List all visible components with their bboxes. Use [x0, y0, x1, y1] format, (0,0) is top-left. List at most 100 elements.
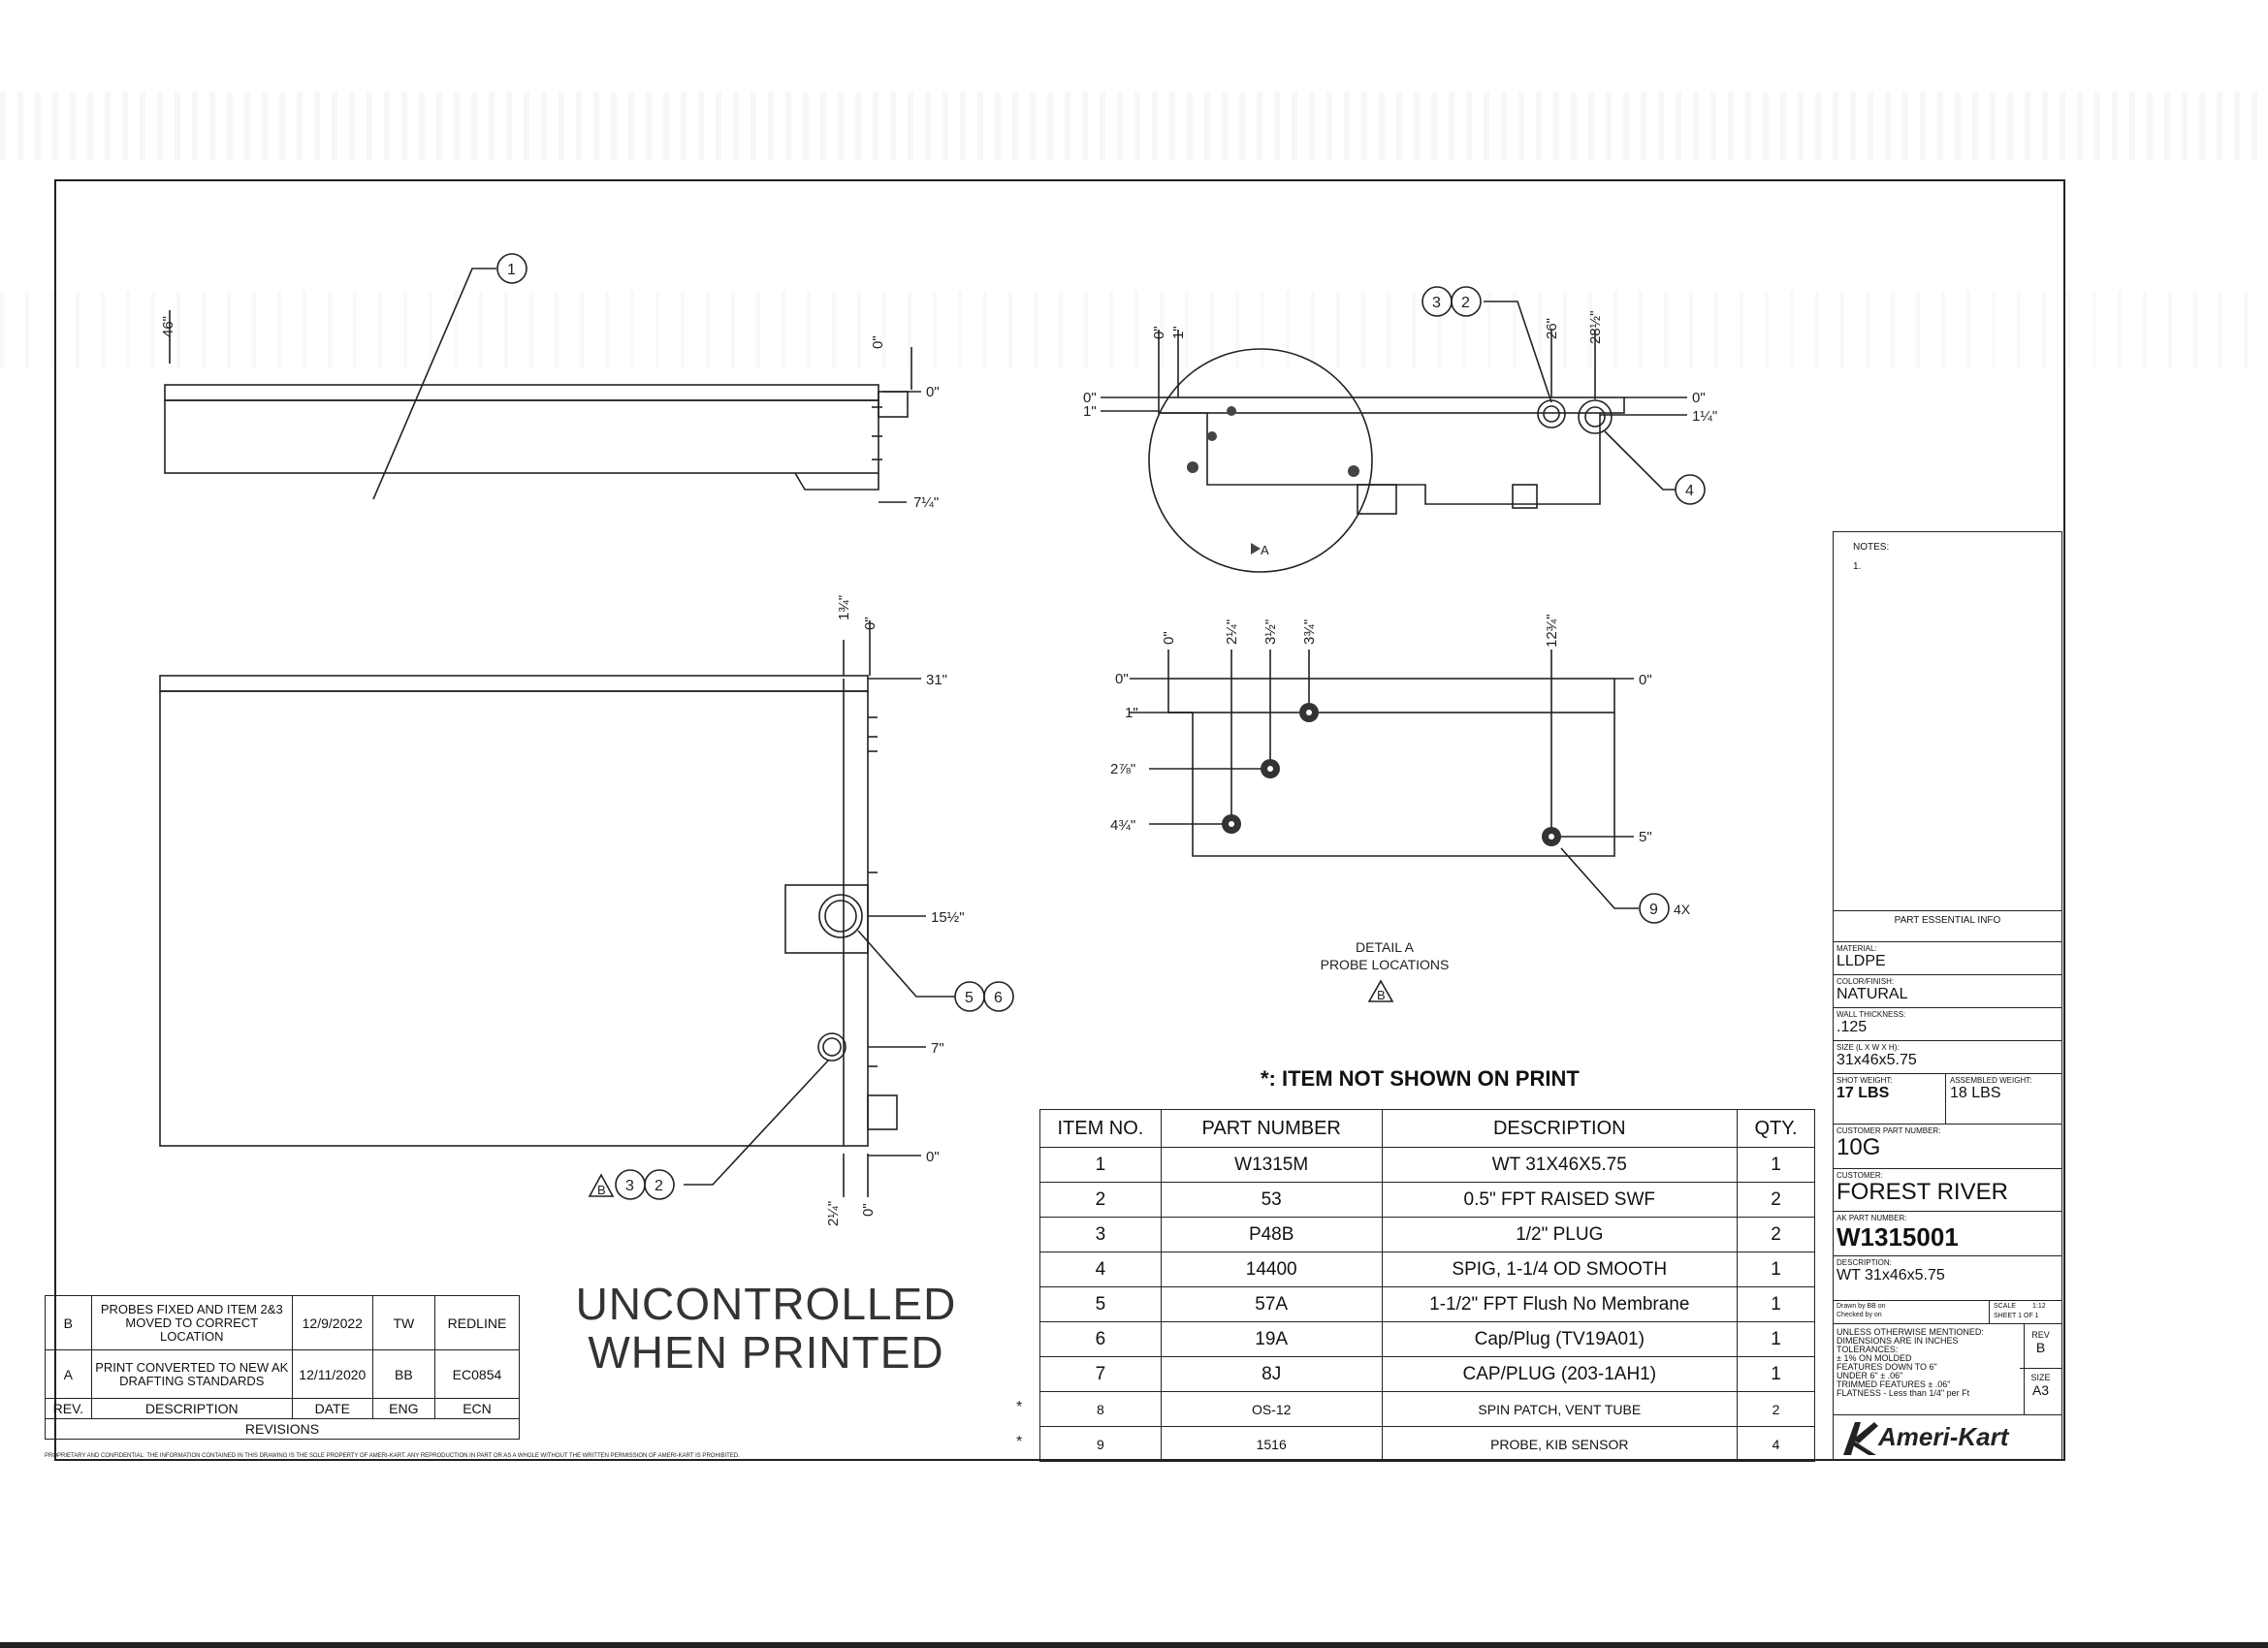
- bom-desc: Cap/Plug (TV19A01): [1381, 1321, 1739, 1357]
- cust-part-value: 10G: [1837, 1134, 1881, 1160]
- title-block: NOTES: 1. PART ESSENTIAL INFO MATERIAL: …: [1833, 531, 2062, 1460]
- dim-26: 26": [1544, 318, 1560, 339]
- dim-v2-zero-bottom: 0": [860, 1203, 877, 1217]
- watermark-line-2: WHEN PRINTED: [588, 1327, 944, 1378]
- rev-header-desc: DESCRIPTION: [90, 1398, 293, 1419]
- bom-desc: WT 31X46X5.75: [1381, 1147, 1739, 1183]
- balloon-1: 1: [507, 262, 516, 278]
- sheet-size-value: A3: [2031, 1382, 2050, 1398]
- proprietary-notice: PROPRIETARY AND CONFIDENTIAL: THE INFORM…: [45, 1453, 740, 1459]
- bom-desc: PROBE, KIB SENSOR: [1381, 1426, 1739, 1462]
- bom-desc: 1/2" PLUG: [1381, 1217, 1739, 1252]
- color-cell: COLOR/FINISH: NATURAL: [1834, 974, 2061, 1007]
- side-view: [164, 253, 921, 503]
- ak-part-cell: AK PART NUMBER: W1315001: [1834, 1211, 2061, 1255]
- bom-item: 8: [1039, 1391, 1162, 1427]
- bom-item: 4: [1039, 1252, 1162, 1287]
- dim-2-1-4: 2¼": [825, 1201, 842, 1226]
- rev-eng: TW: [371, 1295, 435, 1350]
- rev-title-row: REVISIONS: [45, 1418, 520, 1440]
- dim-1-3-4: 1¾": [836, 595, 852, 620]
- rev-eng: BB: [371, 1349, 435, 1399]
- bom-qty: 2: [1737, 1217, 1815, 1252]
- rev-value: B: [2035, 1340, 2046, 1355]
- balloon-3-end: 3: [1432, 295, 1441, 311]
- dim-v3-one-left: 1": [1083, 403, 1097, 420]
- size-cell: SIZE (L X W X H): 31x46x5.75: [1834, 1040, 2061, 1073]
- tolerance-cell: UNLESS OTHERWISE MENTIONED: DIMENSIONS A…: [1834, 1323, 2061, 1414]
- dim-v2-zero-top: 0": [862, 617, 878, 630]
- table-row: B PROBES FIXED AND ITEM 2&3 MOVED TO COR…: [45, 1295, 521, 1350]
- asm-weight-value: 18 LBS: [1950, 1085, 2001, 1101]
- bom-header-item: ITEM NO.: [1039, 1109, 1162, 1148]
- cust-part-label: CUSTOMER PART NUMBER:: [1837, 1126, 1941, 1135]
- bom-desc: SPIN PATCH, VENT TUBE: [1381, 1391, 1739, 1427]
- table-row: 2 53 0.5" FPT RAISED SWF 2: [1039, 1182, 1815, 1218]
- rev-header-row: REV. DESCRIPTION DATE ENG ECN: [45, 1398, 521, 1419]
- tol-line-3: TOLERANCES:: [1837, 1345, 1899, 1354]
- table-row: 3 P48B 1/2" PLUG 2: [1039, 1217, 1815, 1252]
- dim-v3-zero-top: 0": [1151, 326, 1167, 339]
- logo-cell: Ameri-Kart: [1834, 1414, 2061, 1459]
- notes-label: NOTES:: [1853, 542, 1890, 553]
- ak-part-value: W1315001: [1837, 1222, 1959, 1252]
- rev-label: REV: [2031, 1330, 2050, 1340]
- table-row: 5 57A 1-1/2" FPT Flush No Membrane 1: [1039, 1286, 1815, 1322]
- dim-det-5: 5": [1639, 829, 1652, 845]
- balloon-4: 4: [1685, 483, 1694, 499]
- material-value: LLDPE: [1837, 953, 1886, 969]
- size-value: 31x46x5.75: [1837, 1052, 1917, 1068]
- bom-part: P48B: [1160, 1217, 1383, 1252]
- table-row: 7 8J CAP/PLUG (203-1AH1) 1: [1039, 1356, 1815, 1392]
- dim-v3-one-top: 1": [1170, 326, 1187, 339]
- bom-qty: 4: [1737, 1426, 1815, 1462]
- dim-det-zero-left: 0": [1115, 671, 1129, 687]
- section-a-label: A: [1261, 543, 1269, 557]
- wall-value: .125: [1837, 1019, 1868, 1035]
- rev-letter: A: [45, 1349, 92, 1399]
- rev-header-date: DATE: [291, 1398, 373, 1419]
- dim-7: 7": [931, 1040, 944, 1057]
- bom-item: 6: [1039, 1321, 1162, 1357]
- table-row: 1 W1315M WT 31X46X5.75 1: [1039, 1147, 1815, 1183]
- dim-det-2-7-8: 2⅞": [1110, 761, 1135, 777]
- bom-qty: 2: [1737, 1182, 1815, 1218]
- bom-item: 3: [1039, 1217, 1162, 1252]
- dim-det-2-1-4: 2¼": [1224, 619, 1240, 645]
- dim-46: 46": [160, 316, 176, 337]
- dim-15-1-2: 15½": [931, 909, 965, 926]
- bom-part: 14400: [1160, 1252, 1383, 1287]
- bom-header-row: ITEM NO. PART NUMBER DESCRIPTION QTY.: [1039, 1109, 1815, 1148]
- dim-v1-zero-v: 0": [870, 335, 886, 349]
- not-shown-note: *: ITEM NOT SHOWN ON PRINT: [1261, 1066, 1580, 1091]
- ameri-kart-logo: Ameri-Kart: [1878, 1422, 2009, 1451]
- end-view: [1101, 286, 1706, 573]
- dim-v3-zero-right: 0": [1692, 390, 1706, 406]
- desc-value: WT 31x46x5.75: [1837, 1267, 1945, 1284]
- ship-weight-label: SHOT WEIGHT:: [1837, 1076, 1893, 1085]
- notes-item-1: 1.: [1853, 561, 1862, 572]
- rev-header-eng: ENG: [371, 1398, 435, 1419]
- rev-flag-b-detail: B: [1377, 988, 1386, 1002]
- scale-label: SCALE: [1994, 1303, 2016, 1310]
- watermark-line-1: UNCONTROLLED: [575, 1279, 957, 1329]
- bom-part: 8J: [1160, 1356, 1383, 1392]
- color-label: COLOR/FINISH:: [1837, 977, 1895, 986]
- detail-a-subtitle: PROBE LOCATIONS: [1321, 957, 1450, 972]
- asm-weight-label: ASSEMBLED WEIGHT:: [1950, 1076, 2032, 1085]
- dim-28-1-2: 28½": [1587, 310, 1604, 344]
- bom-qty: 1: [1737, 1147, 1815, 1183]
- not-shown-marker-9: *: [1016, 1434, 1023, 1450]
- material-label: MATERIAL:: [1837, 944, 1877, 953]
- pei-header: PART ESSENTIAL INFO: [1894, 915, 2001, 926]
- rev-date: 12/11/2020: [291, 1349, 373, 1399]
- qty-4x: 4X: [1674, 902, 1691, 917]
- bom-part: W1315M: [1160, 1147, 1383, 1183]
- sheet-size-label: SIZE: [2030, 1373, 2051, 1382]
- customer-cell: CUSTOMER: FOREST RIVER: [1834, 1168, 2061, 1211]
- bom-qty: 1: [1737, 1286, 1815, 1322]
- bom-desc: 0.5" FPT RAISED SWF: [1381, 1182, 1739, 1218]
- bom-part: OS-12: [1160, 1391, 1383, 1427]
- table-row: 6 19A Cap/Plug (TV19A01) 1: [1039, 1321, 1815, 1357]
- bom-qty: 1: [1737, 1321, 1815, 1357]
